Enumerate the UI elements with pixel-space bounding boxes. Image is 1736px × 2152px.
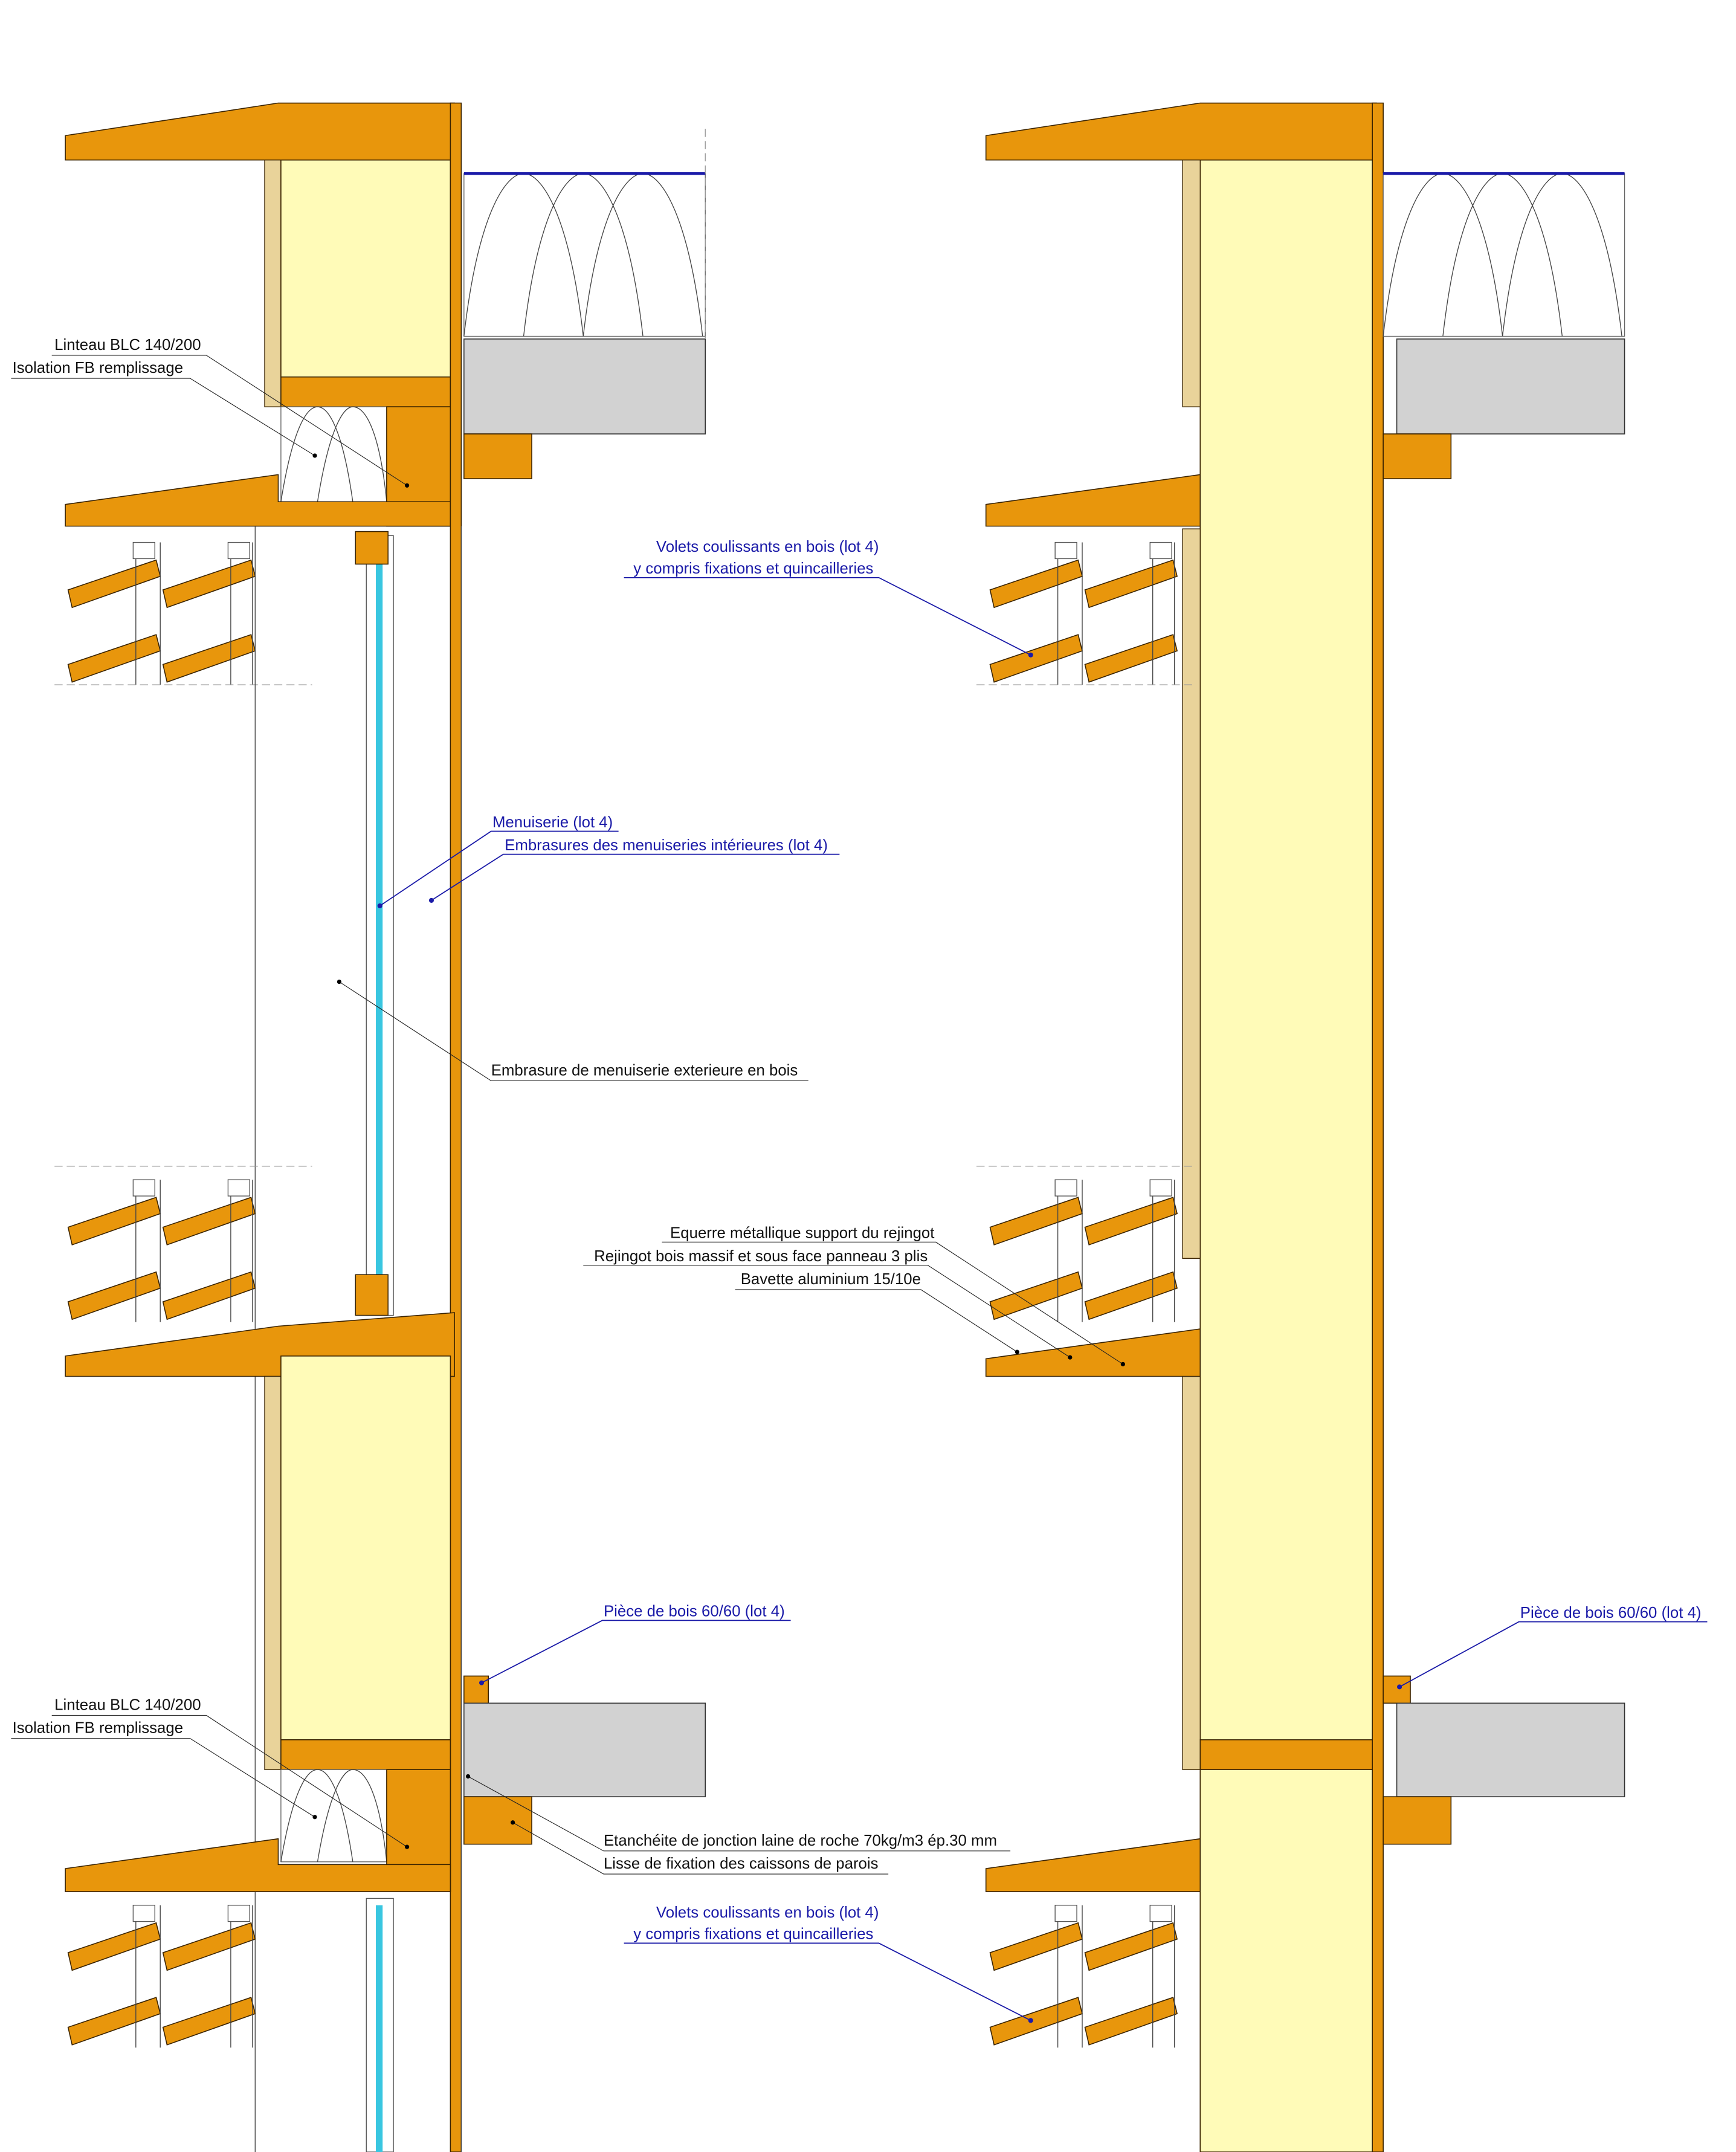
label-embrasure-ext: Embrasure de menuiserie exterieure en bo… (491, 1062, 798, 1079)
continuous-wall-insulation (1199, 159, 1373, 2152)
label-volets-top-1: Volets coulissants en bois (lot 4) (656, 538, 879, 555)
label-menuiserie: Menuiserie (lot 4) (492, 814, 613, 831)
label-isolation-top: Isolation FB remplissage (13, 360, 183, 376)
glass (375, 542, 383, 1309)
label-volets-bottom-2: y compris fixations et quincailleries (633, 1926, 873, 1943)
label-embrasures-int: Embrasures des menuiseries intérieures (… (505, 837, 828, 854)
wall-insulation (280, 159, 451, 378)
label-linteau-top: Linteau BLC 140/200 (54, 337, 201, 354)
label-linteau-bottom: Linteau BLC 140/200 (54, 1697, 201, 1714)
label-lisse: Lisse de fixation des caissons de parois (604, 1855, 879, 1872)
label-etancheite: Etanchéite de jonction laine de roche 70… (604, 1832, 997, 1849)
lintel (280, 376, 451, 407)
label-piece-left: Pièce de bois 60/60 (lot 4) (604, 1603, 785, 1620)
label-isolation-bottom: Isolation FB remplissage (13, 1720, 183, 1737)
right-section (976, 102, 1625, 2152)
label-volets-bottom-1: Volets coulissants en bois (lot 4) (656, 1904, 879, 1921)
top-cornice (65, 102, 455, 161)
label-bavette: Bavette aluminium 15/10e (741, 1271, 921, 1288)
label-piece-right: Pièce de bois 60/60 (lot 4) (1520, 1604, 1702, 1621)
cladding (264, 160, 282, 407)
annotations: Linteau BLC 140/200 Isolation FB remplis… (11, 337, 1708, 2023)
label-equerre: Equerre métallique support du rejingot (670, 1225, 934, 1242)
label-volets-top-2: y compris fixations et quincailleries (633, 560, 873, 577)
left-section (54, 102, 706, 2152)
label-rejingot: Rejingot bois massif et sous face pannea… (594, 1248, 928, 1265)
post (450, 102, 462, 2152)
concrete-slab (463, 338, 706, 435)
